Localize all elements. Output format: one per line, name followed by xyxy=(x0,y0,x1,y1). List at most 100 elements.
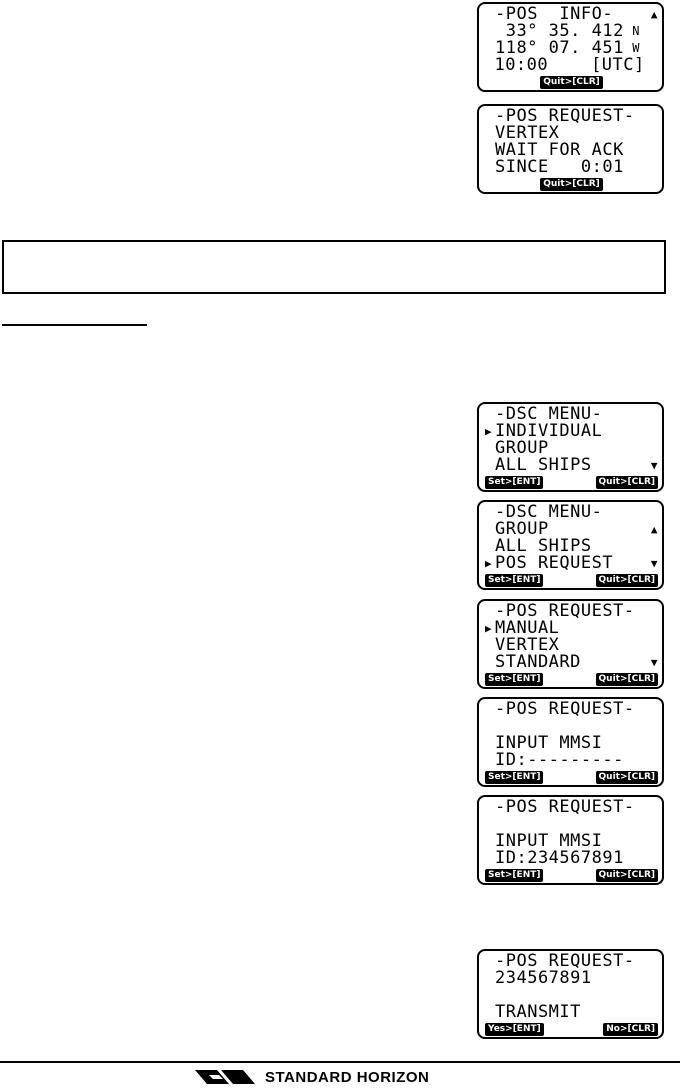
softkey-right[interactable]: Quit>[CLR] xyxy=(595,869,658,882)
lcd-line-text: 10:00 [UTC] xyxy=(494,55,645,75)
scroll-up-icon: ▲ xyxy=(650,8,658,21)
lcd-line: 234567891 xyxy=(485,970,658,987)
lcd-line-text: TRANSMIT xyxy=(495,1002,581,1022)
lcd-line-text: -POS REQUEST- xyxy=(495,106,635,126)
lcd-line: 118° 07. 451 W xyxy=(485,40,658,57)
lcd-line-text: 33° 35. 412 xyxy=(495,21,624,41)
lcd-line: ▶POS REQUEST ▼ xyxy=(485,555,658,572)
lcd-line: INPUT MMSI xyxy=(485,735,658,752)
softkey-bar: Set>[ENT] Quit>[CLR] xyxy=(485,573,658,588)
lcd-screen-dsc-menu-2: -DSC MENU-GROUP ▲ ALL SHIPS▶POS REQUEST ▼ Se… xyxy=(477,500,664,590)
hemisphere-suffix: N xyxy=(632,24,640,38)
note-box xyxy=(2,240,666,294)
softkey-right[interactable]: No>[CLR] xyxy=(603,1023,658,1036)
lcd-line-text: 118° 07. 451 xyxy=(495,38,624,58)
lcd-line-text: INPUT MMSI xyxy=(495,831,603,851)
lcd-line-text: -POS REQUEST- xyxy=(495,699,635,719)
lcd-line: -DSC MENU- xyxy=(485,406,658,423)
lcd-line-text: GROUP xyxy=(495,519,549,539)
lcd-line: ALL SHIPS ▼ xyxy=(485,457,658,474)
lcd-line: TRANSMIT xyxy=(485,1004,658,1021)
lcd-line-text: ID:234567891 xyxy=(495,848,624,868)
brand-footer: STANDARD HORIZON xyxy=(195,1068,429,1086)
softkey-right[interactable]: Quit>[CLR] xyxy=(595,673,658,686)
lcd-line-text: -POS INFO- xyxy=(495,4,614,24)
lcd-line-text: MANUAL xyxy=(495,618,560,638)
softkey-left[interactable]: Set>[ENT] xyxy=(485,476,544,489)
footer-rule xyxy=(0,1061,680,1063)
lcd-line-text: VERTEX xyxy=(495,123,560,143)
scroll-down-icon: ▼ xyxy=(650,656,658,669)
brand-name: STANDARD HORIZON xyxy=(265,1068,430,1086)
lcd-line-text: -POS REQUEST- xyxy=(495,797,635,817)
selection-cursor-icon: ▶ xyxy=(485,622,493,635)
selection-cursor-icon: ▶ xyxy=(485,557,493,570)
lcd-line-text: -DSC MENU- xyxy=(495,502,603,522)
lcd-line-text: STANDARD xyxy=(495,652,581,672)
lcd-line-text: 234567891 xyxy=(495,968,592,988)
lcd-line: ID:234567891 xyxy=(485,850,658,867)
lcd-line-text: GROUP xyxy=(495,438,549,458)
lcd-line-text: -POS REQUEST- xyxy=(495,951,635,971)
selection-cursor-icon: ▶ xyxy=(485,425,493,438)
scroll-down-icon: ▼ xyxy=(650,557,658,570)
lcd-line: VERTEX xyxy=(485,637,658,654)
softkey-bar: Set>[ENT] Quit>[CLR] xyxy=(485,868,658,883)
lcd-line: -POS REQUEST- xyxy=(485,701,658,718)
lcd-line: SINCE 0:01 xyxy=(485,159,658,176)
softkey-right[interactable]: Quit>[CLR] xyxy=(540,76,603,89)
softkey-right[interactable]: Quit>[CLR] xyxy=(540,178,603,191)
lcd-line: -POS REQUEST- xyxy=(485,108,658,125)
softkey-bar: Set>[ENT] Quit>[CLR] xyxy=(485,672,658,687)
standard-horizon-logo-icon xyxy=(195,1070,255,1084)
hemisphere-suffix: W xyxy=(632,41,640,55)
lcd-line-text: INDIVIDUAL xyxy=(495,421,603,441)
scroll-down-icon: ▼ xyxy=(650,459,658,472)
lcd-line-text: VERTEX xyxy=(495,635,560,655)
softkey-left[interactable]: Set>[ENT] xyxy=(485,771,544,784)
softkey-bar: Yes>[ENT] No>[CLR] xyxy=(485,1022,658,1037)
softkey-bar: Quit>[CLR] xyxy=(485,177,658,192)
lcd-line-text: ALL SHIPS xyxy=(495,455,592,475)
lcd-line: VERTEX xyxy=(485,125,658,142)
softkey-left[interactable]: Yes>[ENT] xyxy=(485,1023,544,1036)
lcd-line: GROUP xyxy=(485,440,658,457)
lcd-line: -DSC MENU- xyxy=(485,504,658,521)
lcd-line: INPUT MMSI xyxy=(485,833,658,850)
scroll-up-icon: ▲ xyxy=(650,523,658,536)
lcd-line: -POS REQUEST- xyxy=(485,799,658,816)
lcd-line: -POS REQUEST- xyxy=(485,953,658,970)
lcd-line-text: -POS REQUEST- xyxy=(495,601,635,621)
softkey-bar: Quit>[CLR] xyxy=(485,75,658,90)
lcd-line: STANDARD ▼ xyxy=(485,654,658,671)
softkey-right[interactable]: Quit>[CLR] xyxy=(595,771,658,784)
softkey-bar: Set>[ENT] Quit>[CLR] xyxy=(485,770,658,785)
lcd-line: GROUP ▲ xyxy=(485,521,658,538)
lcd-line: ALL SHIPS xyxy=(485,538,658,555)
lcd-line-text: ID:--------- xyxy=(495,750,624,770)
lcd-line: ID:--------- xyxy=(485,752,658,769)
softkey-right[interactable]: Quit>[CLR] xyxy=(595,574,658,587)
lcd-line: -POS INFO- ▲ xyxy=(485,6,658,23)
lcd-line-text: WAIT FOR ACK xyxy=(495,140,624,160)
lcd-line: ▶INDIVIDUAL xyxy=(485,423,658,440)
lcd-line-text: POS REQUEST xyxy=(495,553,614,573)
softkey-bar: Set>[ENT] Quit>[CLR] xyxy=(485,475,658,490)
softkey-left[interactable]: Set>[ENT] xyxy=(485,574,544,587)
lcd-line-text: -DSC MENU- xyxy=(495,404,603,424)
lcd-line: 10:00 [UTC] xyxy=(485,57,658,74)
lcd-line-text: ALL SHIPS xyxy=(495,536,592,556)
lcd-line: -POS REQUEST- xyxy=(485,603,658,620)
softkey-left[interactable]: Set>[ENT] xyxy=(485,673,544,686)
softkey-left[interactable]: Set>[ENT] xyxy=(485,869,544,882)
lcd-line: 33° 35. 412 N xyxy=(485,23,658,40)
softkey-right[interactable]: Quit>[CLR] xyxy=(595,476,658,489)
lcd-line: WAIT FOR ACK xyxy=(485,142,658,159)
